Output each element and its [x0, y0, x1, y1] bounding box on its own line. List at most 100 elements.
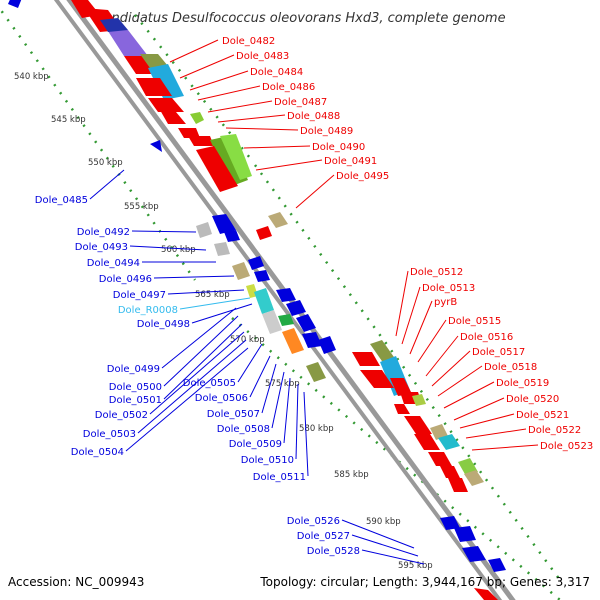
accession-label: Accession: NC_009943	[8, 575, 144, 589]
inner-ruler-bottom	[231, 317, 561, 600]
gene-label-reverse: Dole_0505	[183, 378, 236, 389]
feature-reverse	[248, 256, 264, 270]
gene-label-forward: Dole_0516	[460, 332, 513, 343]
leader-line-reverse	[271, 371, 285, 429]
leader-line-forward	[453, 397, 505, 421]
gene-label-forward: Dole_0489	[300, 126, 353, 137]
feature-forward	[352, 352, 380, 366]
gene-label-forward: Dole_0482	[222, 36, 275, 47]
leader-line-forward	[465, 428, 527, 439]
leader-line-forward	[189, 70, 249, 91]
feature-forward	[440, 466, 460, 478]
feature-reverse	[254, 270, 270, 282]
gene-label-forward: Dole_0522	[528, 425, 581, 436]
ruler-lines	[0, 6, 562, 600]
forward-leader-lines	[169, 39, 539, 451]
kbp-label: 585 kbp	[334, 470, 369, 480]
gene-label-reverse: Dole_0508	[217, 424, 270, 435]
feature-forward	[390, 378, 412, 396]
feature-forward	[220, 134, 252, 180]
kbp-label: 570 kbp	[230, 335, 265, 345]
feature-reverse	[488, 558, 506, 572]
leader-line-reverse	[153, 275, 235, 279]
gene-label-reverse: Dole_0526	[287, 516, 340, 527]
reverse-gene-labels: Dole_0485Dole_0492Dole_0493Dole_0494Dole…	[35, 195, 360, 557]
forward-strand-features	[71, 0, 498, 600]
gene-label-reverse: Dole_R0008	[118, 305, 178, 316]
kbp-label: 560 kbp	[161, 245, 196, 255]
gene-label-forward: Dole_0486	[262, 82, 315, 93]
map-title: Candidatus Desulfococcus oleovorans Hxd3…	[94, 11, 505, 26]
feature-forward	[448, 478, 468, 492]
gene-label-reverse: Dole_0499	[107, 364, 160, 375]
outer-ruler-top	[134, 14, 251, 159]
leader-line-forward	[437, 365, 483, 397]
forward-gene-labels: Dole_0482Dole_0483Dole_0484Dole_0486Dole…	[222, 36, 593, 452]
kbp-label: 540 kbp	[14, 72, 49, 82]
feature-reverse	[224, 230, 240, 242]
feature-forward	[140, 54, 168, 68]
feature-reverse	[318, 336, 336, 354]
gene-label-forward: Dole_0483	[236, 51, 289, 62]
gene-label-forward: Dole_0513	[422, 283, 475, 294]
gene-label-reverse: Dole_0510	[241, 455, 294, 466]
gene-label-reverse: Dole_0502	[95, 410, 148, 421]
feature-forward	[100, 18, 128, 32]
leader-line-forward	[179, 54, 235, 79]
kbp-label: 565 kbp	[195, 290, 230, 300]
feature-forward	[394, 404, 410, 414]
feature-forward	[148, 64, 184, 100]
gene-label-reverse: Dole_0507	[207, 409, 260, 420]
feature-reverse	[8, 0, 22, 8]
feature-reverse	[196, 222, 212, 238]
gene-label-forward: Dole_0518	[484, 362, 537, 373]
gene-label-reverse: Dole_0492	[77, 227, 130, 238]
feature-forward	[438, 434, 460, 450]
feature-reverse	[302, 332, 322, 348]
leader-line-forward	[443, 381, 495, 409]
leader-line-forward	[255, 159, 323, 171]
feature-forward	[136, 78, 172, 96]
leader-line-forward	[401, 286, 421, 345]
feature-forward	[256, 226, 272, 240]
feature-reverse	[232, 262, 250, 280]
reverse-leader-lines	[89, 169, 425, 565]
kbp-label: 550 kbp	[88, 158, 123, 168]
feature-forward	[430, 424, 448, 440]
leader-line-forward	[225, 127, 299, 131]
gene-label-forward: Dole_0484	[250, 67, 303, 78]
gene-label-reverse: Dole_0527	[297, 531, 350, 542]
leader-line-forward	[409, 300, 433, 355]
gene-label-reverse: Dole_0493	[75, 242, 128, 253]
kbp-label: 595 kbp	[398, 561, 433, 571]
leader-line-reverse	[149, 331, 245, 415]
gene-label-reverse: Dole_0503	[83, 429, 136, 440]
leader-line-reverse	[283, 377, 291, 444]
kbp-label: 555 kbp	[124, 202, 159, 212]
leader-line-reverse	[137, 339, 247, 434]
feature-reverse	[262, 310, 282, 334]
leader-line-forward	[243, 145, 311, 149]
leader-line-reverse	[361, 549, 425, 565]
feature-forward	[178, 128, 200, 138]
leader-line-reverse	[351, 534, 419, 557]
gene-label-forward: pyrB	[434, 297, 457, 308]
gene-label-reverse: Dole_0511	[253, 472, 306, 483]
kbp-label: 580 kbp	[299, 424, 334, 434]
gene-label-reverse: Dole_0497	[113, 290, 166, 301]
leader-line-forward	[425, 335, 459, 377]
feature-forward	[474, 588, 498, 600]
backbone-inner	[53, 0, 503, 600]
feature-forward	[414, 434, 440, 450]
gene-label-forward: Dole_0490	[312, 142, 365, 153]
leader-line-forward	[459, 413, 515, 429]
gene-label-reverse: Dole_0509	[229, 439, 282, 450]
leader-line-forward	[207, 100, 273, 113]
kbp-label: 575 kbp	[265, 379, 300, 389]
feature-forward	[360, 370, 394, 388]
feature-reverse	[214, 242, 230, 256]
feature-reverse	[254, 288, 274, 314]
